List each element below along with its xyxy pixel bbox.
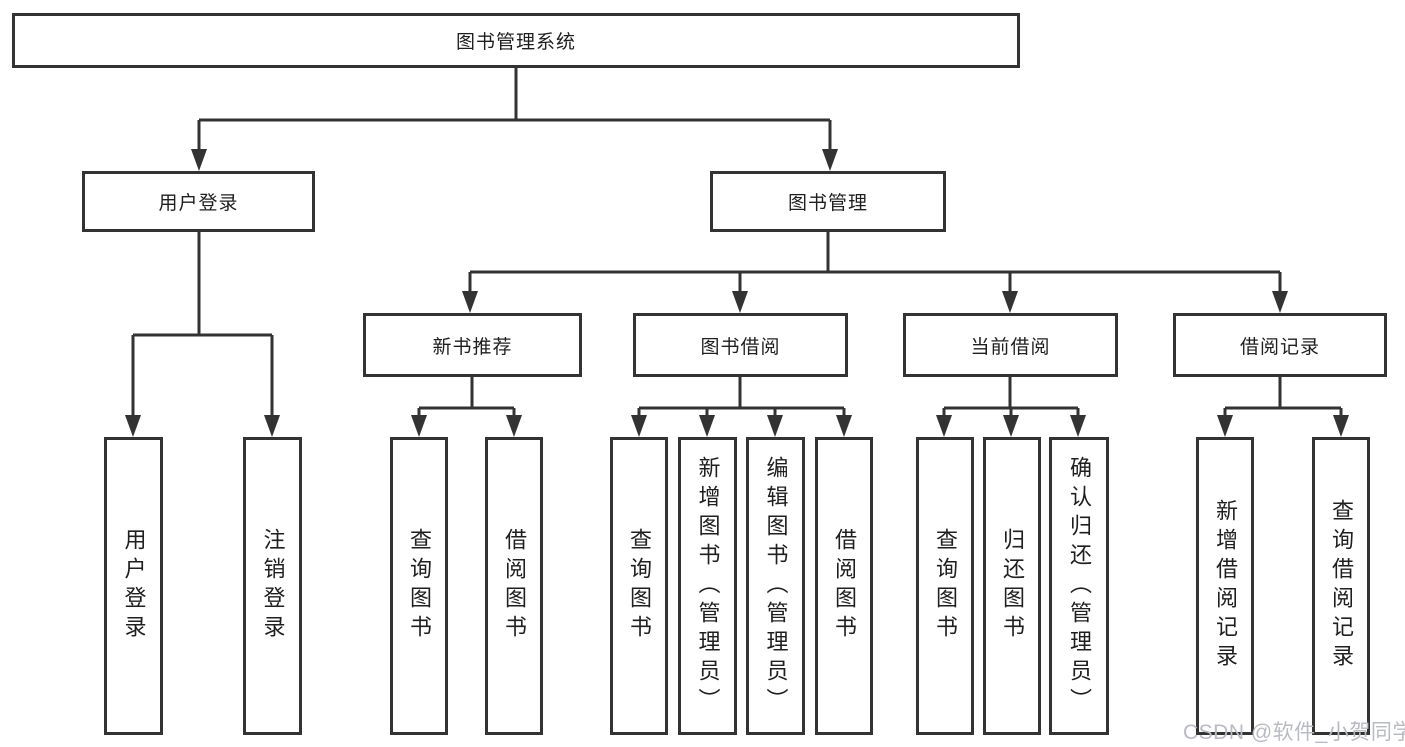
leaf-confirm-return-admin: 确认归还（管理员）: [1049, 437, 1109, 735]
node-current-borrowing: 当前借阅: [903, 313, 1118, 377]
leaf-return-books: 归还图书: [983, 437, 1041, 735]
node-new-book-recommend: 新书推荐: [363, 313, 582, 377]
leaf-query-books-recommend: 查询图书: [390, 437, 448, 735]
node-borrowing-records-label: 借阅记录: [1239, 336, 1320, 358]
arrowhead-icons: [125, 149, 1349, 437]
node-current-borrowing-label: 当前借阅: [970, 336, 1051, 358]
leaf-edit-books-admin-label: 编辑图书（管理员）: [763, 455, 789, 717]
leaf-user-login: 用户登录: [104, 437, 163, 735]
leaf-borrow-books-recommend: 借阅图书: [485, 437, 543, 735]
csdn-watermark: CSDN @软件_小贺同学: [1183, 721, 1405, 744]
node-borrowing-records: 借阅记录: [1173, 313, 1387, 377]
leaf-borrow-books: 借阅图书: [815, 437, 873, 735]
node-root-system-label: 图书管理系统: [455, 32, 576, 53]
leaf-query-books-current: 查询图书: [916, 437, 974, 735]
leaf-query-books-borrowing-label: 查询图书: [627, 528, 652, 644]
leaf-borrow-books-recommend-label: 借阅图书: [502, 528, 527, 644]
leaf-query-borrow-record-label: 查询借阅记录: [1329, 499, 1354, 673]
leaf-edit-books-admin: 编辑图书（管理员）: [746, 437, 805, 735]
node-user-login-group-label: 用户登录: [158, 193, 239, 214]
leaf-add-books-admin: 新增图书（管理员）: [678, 437, 737, 735]
leaf-add-borrow-record: 新增借阅记录: [1196, 437, 1254, 735]
leaf-query-borrow-record: 查询借阅记录: [1312, 437, 1370, 735]
node-new-book-recommend-label: 新书推荐: [432, 336, 513, 358]
leaf-query-books-borrowing: 查询图书: [610, 437, 668, 735]
leaf-logout-label: 注销登录: [260, 528, 286, 644]
leaf-add-borrow-record-label: 新增借阅记录: [1213, 499, 1238, 673]
node-book-borrowing-label: 图书借阅: [700, 336, 781, 358]
leaf-borrow-books-label: 借阅图书: [832, 528, 857, 644]
node-book-management-group: 图书管理: [710, 171, 946, 232]
leaf-logout: 注销登录: [243, 437, 302, 735]
leaf-return-books-label: 归还图书: [1000, 528, 1025, 644]
leaf-user-login-label: 用户登录: [121, 528, 147, 644]
node-book-borrowing: 图书借阅: [633, 313, 848, 377]
node-root-system: 图书管理系统: [12, 13, 1020, 68]
leaf-query-books-recommend-label: 查询图书: [407, 528, 432, 644]
leaf-query-books-current-label: 查询图书: [933, 528, 958, 644]
leaf-confirm-return-admin-label: 确认归还（管理员）: [1067, 455, 1092, 717]
leaf-add-books-admin-label: 新增图书（管理员）: [695, 455, 721, 717]
node-user-login-group: 用户登录: [82, 171, 315, 232]
node-book-management-group-label: 图书管理: [787, 193, 868, 214]
